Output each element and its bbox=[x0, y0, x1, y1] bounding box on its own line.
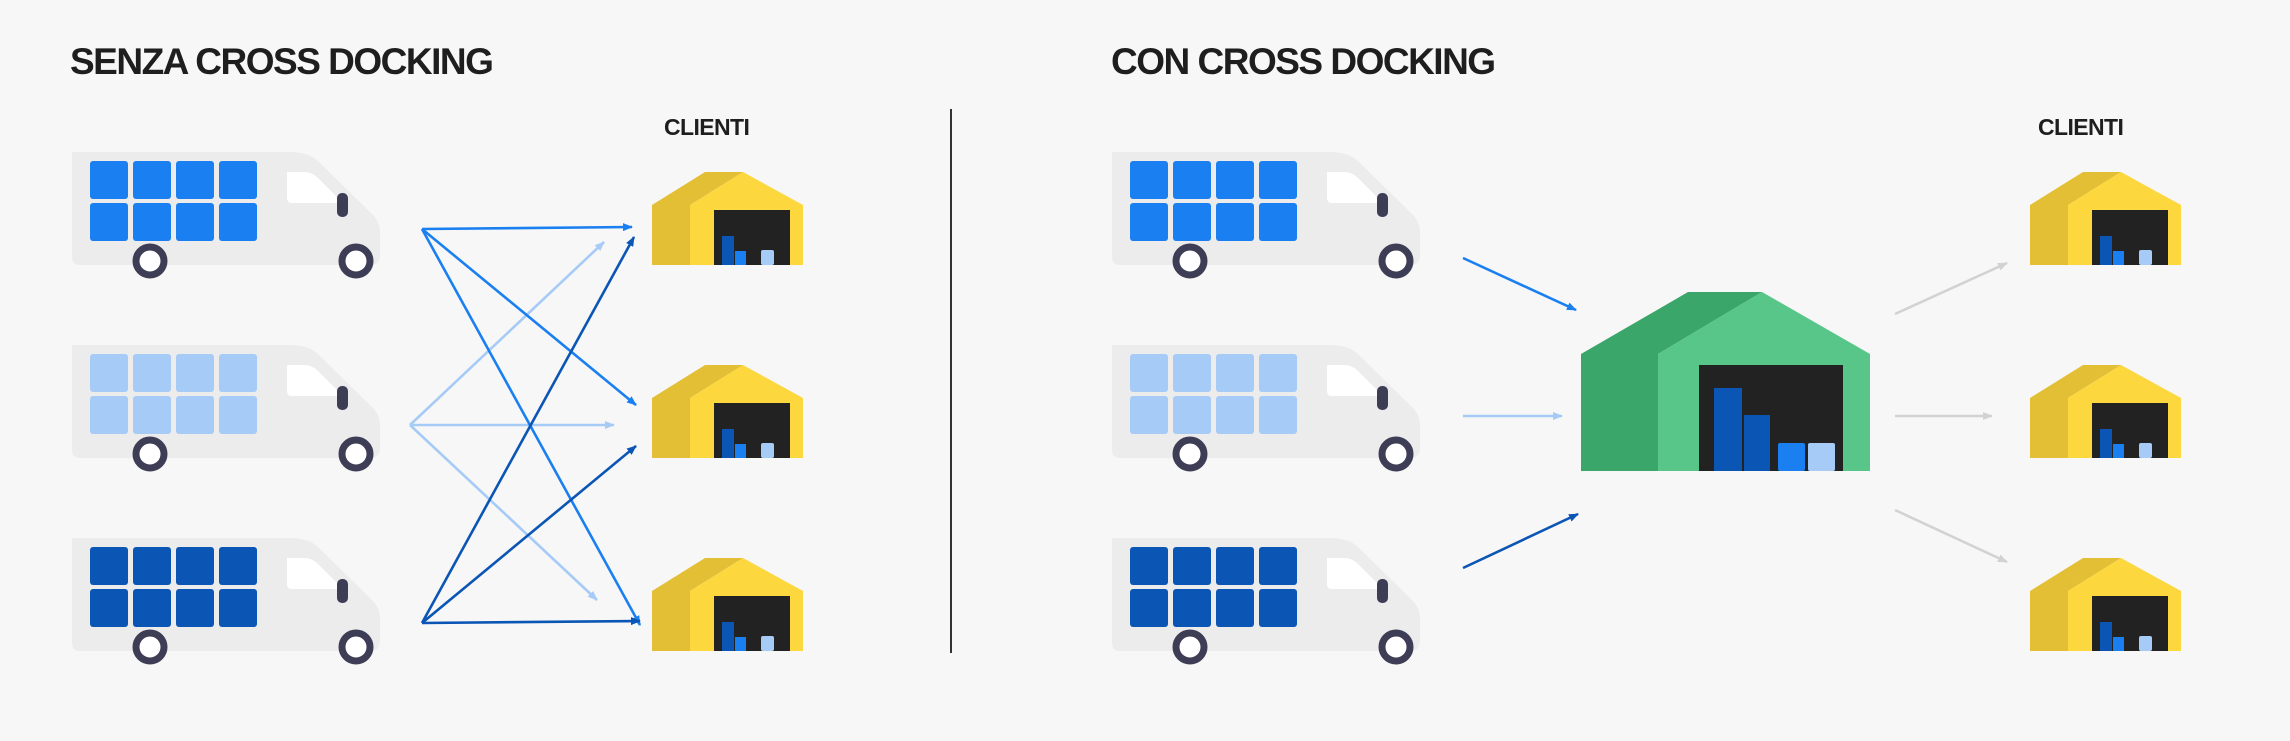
arrow-icon bbox=[420, 236, 636, 624]
arrow-icon bbox=[421, 227, 637, 407]
van-cargo-dark-blue bbox=[90, 547, 257, 627]
arrow-icon bbox=[1894, 508, 2008, 564]
warehouse-icon bbox=[652, 172, 803, 265]
van-cargo-blue bbox=[90, 161, 257, 241]
arrow-icon bbox=[1462, 512, 1579, 570]
arrow-icon bbox=[421, 444, 637, 625]
warehouse-icon bbox=[652, 558, 803, 651]
warehouse-icon bbox=[2030, 172, 2181, 265]
right-panel-clients bbox=[2030, 172, 2181, 651]
left-panel-clients bbox=[652, 172, 803, 651]
right-clients-label: CLIENTI bbox=[2038, 114, 2124, 140]
delivery-van-icon bbox=[72, 538, 380, 661]
left-clients-label: CLIENTI bbox=[664, 114, 750, 140]
warehouse-icon bbox=[652, 365, 803, 458]
inbound-arrows bbox=[1462, 256, 1579, 570]
arrow-icon bbox=[409, 424, 598, 601]
delivery-van-icon bbox=[72, 345, 380, 468]
warehouse-icon bbox=[2030, 558, 2181, 651]
warehouse-icon bbox=[2030, 365, 2181, 458]
right-panel-title: CON CROSS DOCKING bbox=[1111, 41, 1496, 82]
van-cargo-blue bbox=[1130, 161, 1297, 241]
delivery-van-icon bbox=[1112, 538, 1420, 661]
arrow-icon bbox=[421, 617, 641, 626]
van-cargo-light-blue bbox=[90, 354, 257, 434]
delivery-van-icon bbox=[72, 152, 380, 275]
van-cargo-dark-blue bbox=[1130, 547, 1297, 627]
outbound-arrows bbox=[1894, 261, 2008, 564]
left-panel-vans bbox=[72, 152, 380, 661]
right-panel-vans bbox=[1112, 152, 1420, 661]
van-cargo-light-blue bbox=[1130, 354, 1297, 434]
arrow-icon bbox=[1462, 256, 1577, 312]
delivery-van-icon bbox=[1112, 345, 1420, 468]
left-panel-arrows bbox=[409, 223, 642, 626]
left-panel-title: SENZA CROSS DOCKING bbox=[70, 41, 494, 82]
delivery-van-icon bbox=[1112, 152, 1420, 275]
cross-dock-warehouse-icon bbox=[1581, 292, 1870, 471]
arrow-icon bbox=[409, 241, 605, 426]
arrow-icon bbox=[421, 223, 633, 232]
arrow-icon bbox=[1894, 261, 2008, 316]
